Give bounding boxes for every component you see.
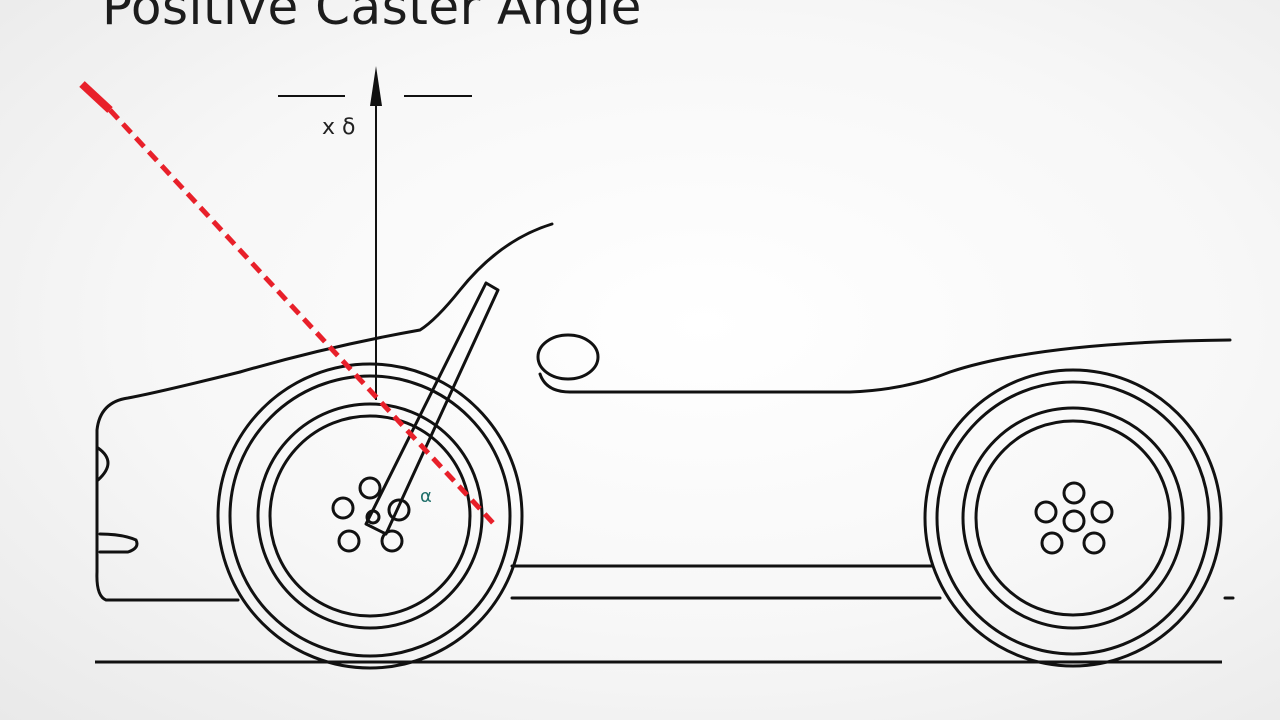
rear-wheel — [923, 368, 1223, 668]
angle-marker-label: α — [420, 486, 432, 507]
diagram-title: Positive Caster Angle — [102, 0, 642, 36]
vertical-reference — [278, 66, 472, 400]
car-body — [95, 222, 1235, 602]
steering-strut — [364, 281, 500, 536]
steering-axis-line — [79, 81, 496, 526]
vertical-marker-label: x δ — [322, 115, 355, 140]
front-wheel — [216, 362, 524, 670]
